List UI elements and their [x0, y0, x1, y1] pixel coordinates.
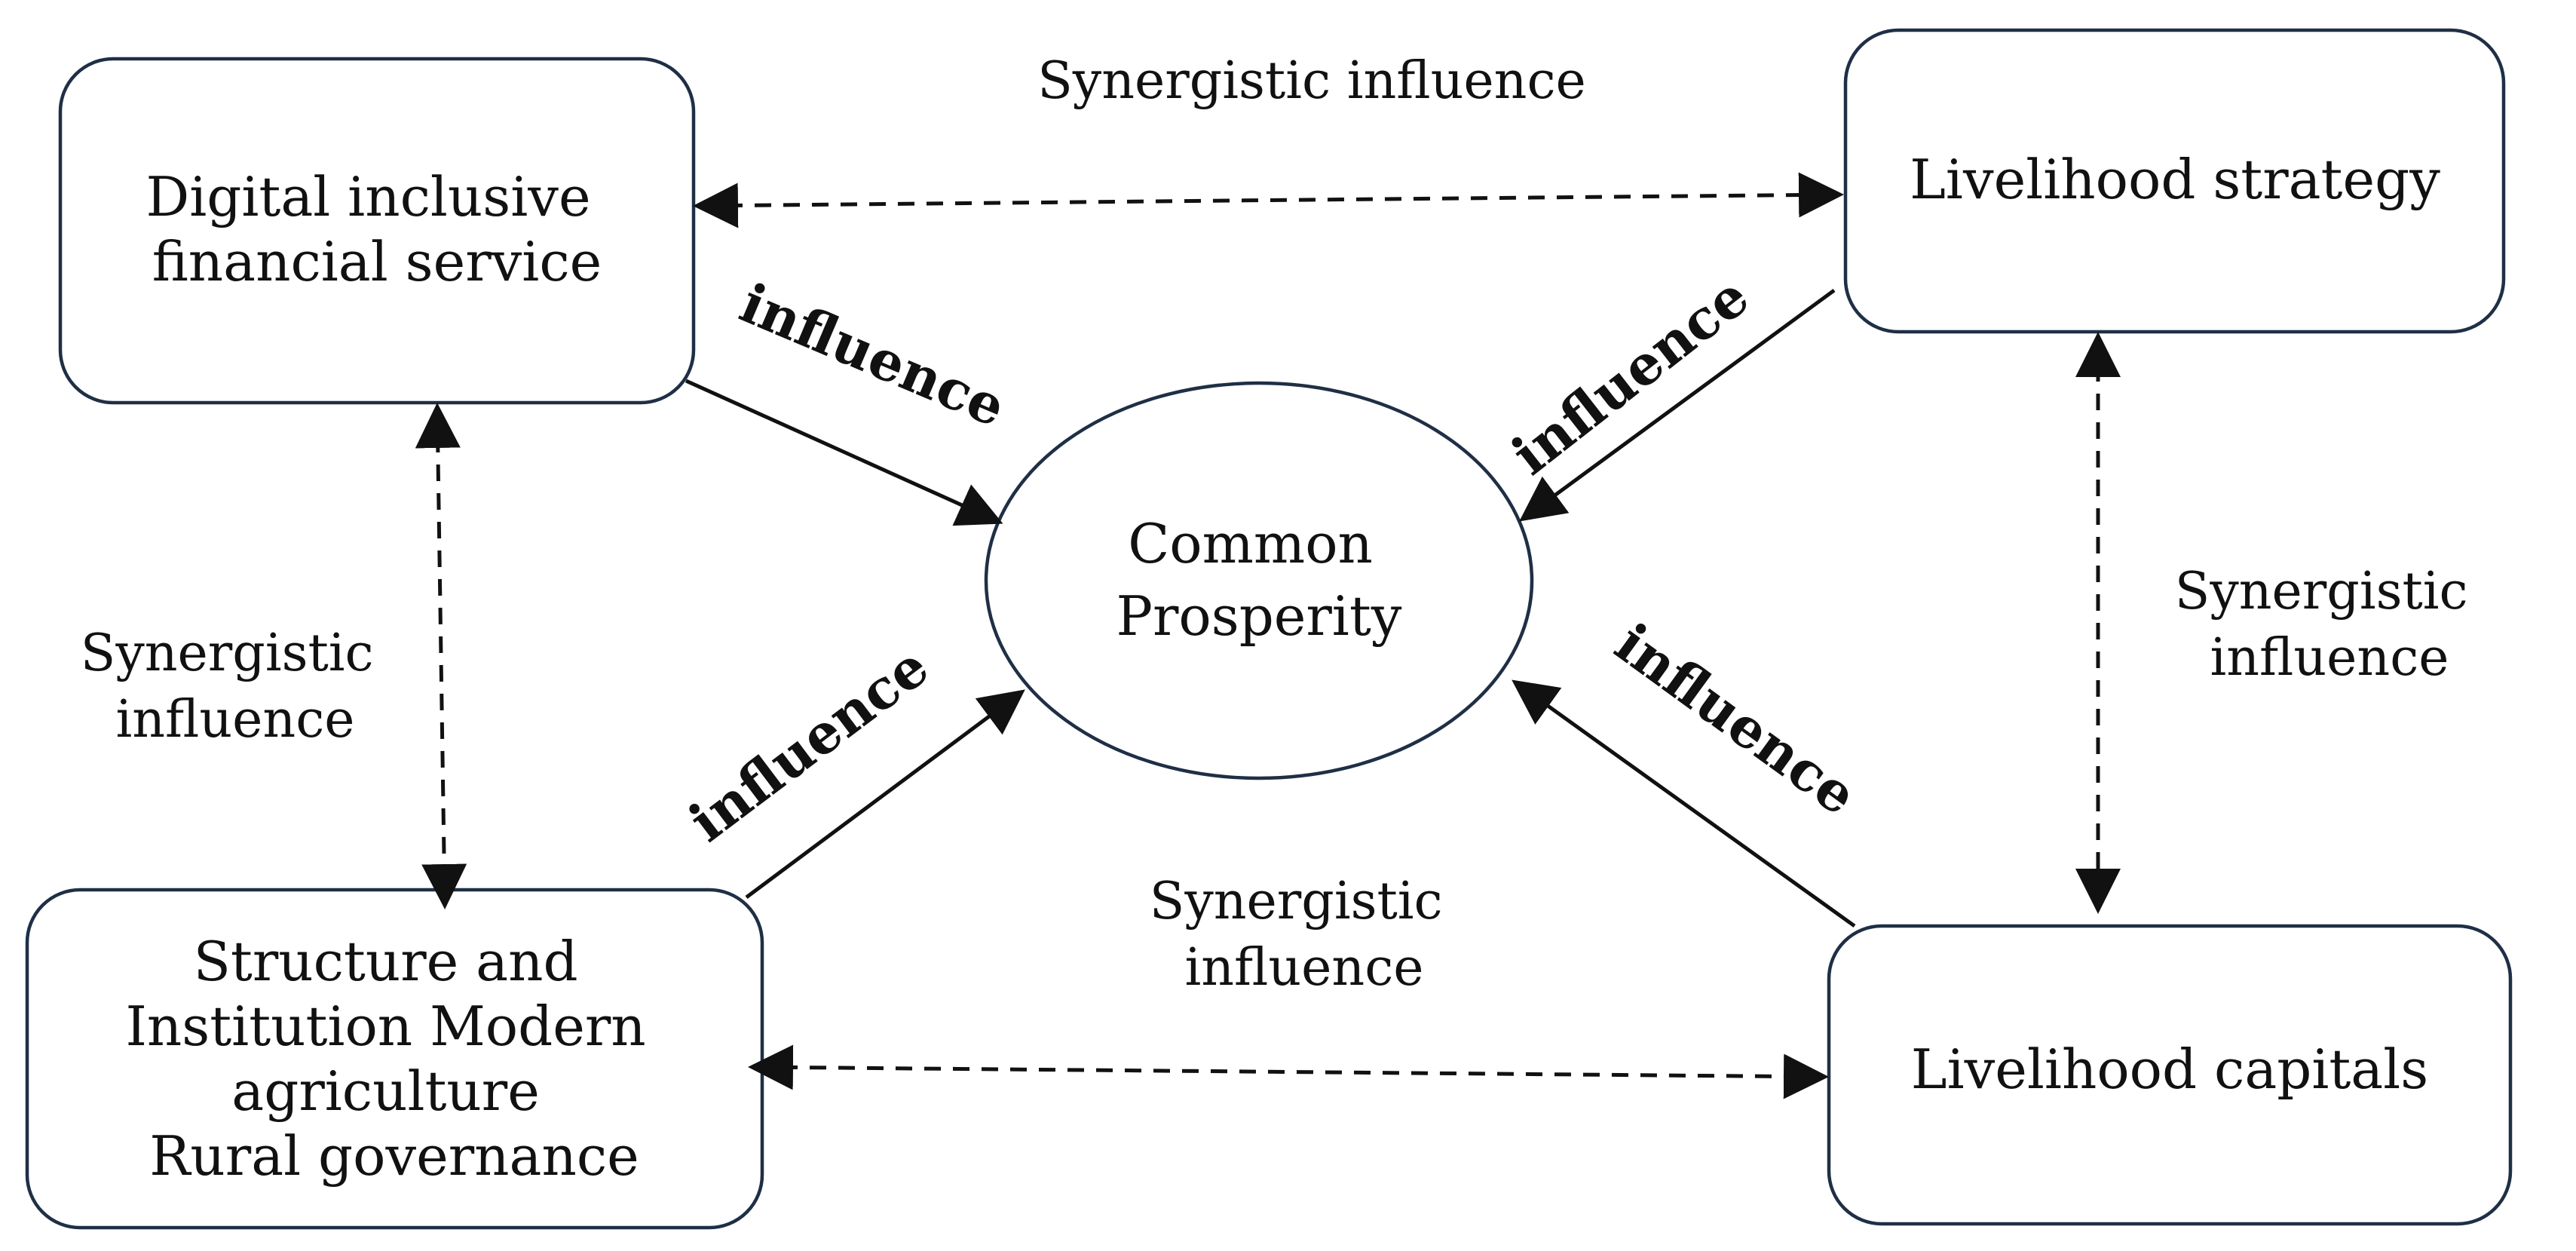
- structure-label-line-3: agriculture: [231, 1059, 540, 1123]
- synergy-label-bottom-line-2: influence: [1184, 938, 1423, 998]
- digital-inclusive-financial-service-label: Digital inclusive financial service: [146, 165, 608, 293]
- synergy-label-left-line-1: Synergistic: [81, 624, 374, 683]
- synergy-label-bottom: Synergistic influence: [1150, 872, 1460, 998]
- livelihood-capitals-label: Livelihood capitals: [1911, 1038, 2428, 1101]
- structure-label-line-2: Institution Modern: [125, 995, 645, 1058]
- synergy-label-right: Synergistic influence: [2175, 562, 2485, 688]
- synergy-label-right-line-1: Synergistic: [2175, 562, 2468, 621]
- digital-inclusive-financial-service-box: [58, 57, 696, 405]
- synergy-label-bottom-line-1: Synergistic: [1150, 872, 1443, 931]
- common-prosperity-label: Common Prosperity: [1116, 512, 1402, 648]
- digital-label-line-1: Digital inclusive: [146, 165, 591, 228]
- digital-label-line-2: financial service: [152, 230, 602, 293]
- synergy-label-left-line-2: influence: [115, 690, 354, 750]
- influence-edge-capitals-to-common-prosperity: [1512, 679, 1856, 928]
- influence-label-digital: influence: [731, 271, 1015, 440]
- synergy-label-top: Synergistic influence: [1037, 51, 1586, 111]
- structure-and-institution-label: Structure and Institution Modern agricul…: [125, 930, 663, 1188]
- synergy-label-right-line-2: influence: [2210, 628, 2449, 688]
- strategy-label-line-1: Livelihood strategy: [1910, 148, 2440, 211]
- synergy-label-left: Synergistic influence: [81, 624, 391, 750]
- common-prosperity-line-1: Common: [1128, 512, 1373, 575]
- common-prosperity-line-2: Prosperity: [1116, 584, 1402, 648]
- livelihood-strategy-box: [1843, 28, 2506, 334]
- synergy-label-top-line-1: Synergistic influence: [1037, 51, 1586, 111]
- synergy-edge-digital-strategy: [693, 172, 1844, 228]
- synergy-edge-digital-structure: [415, 403, 467, 909]
- influence-label-capitals: influence: [1603, 611, 1868, 828]
- structure-label-line-4: Rural governance: [149, 1124, 639, 1188]
- livelihood-capitals-box: [1827, 924, 2513, 1226]
- influence-label-structure: influence: [677, 634, 939, 854]
- livelihood-strategy-label: Livelihood strategy: [1910, 148, 2440, 211]
- influence-edge-strategy-to-common-prosperity: [1519, 288, 1836, 522]
- synergy-edge-structure-capitals: [748, 1044, 1829, 1099]
- common-prosperity-ellipse: [984, 381, 1534, 780]
- capitals-label-line-1: Livelihood capitals: [1911, 1038, 2428, 1101]
- structure-label-line-1: Structure and: [194, 930, 578, 993]
- influence-edge-digital-to-common-prosperity: [685, 379, 1003, 526]
- influence-edge-structure-to-common-prosperity: [745, 689, 1025, 900]
